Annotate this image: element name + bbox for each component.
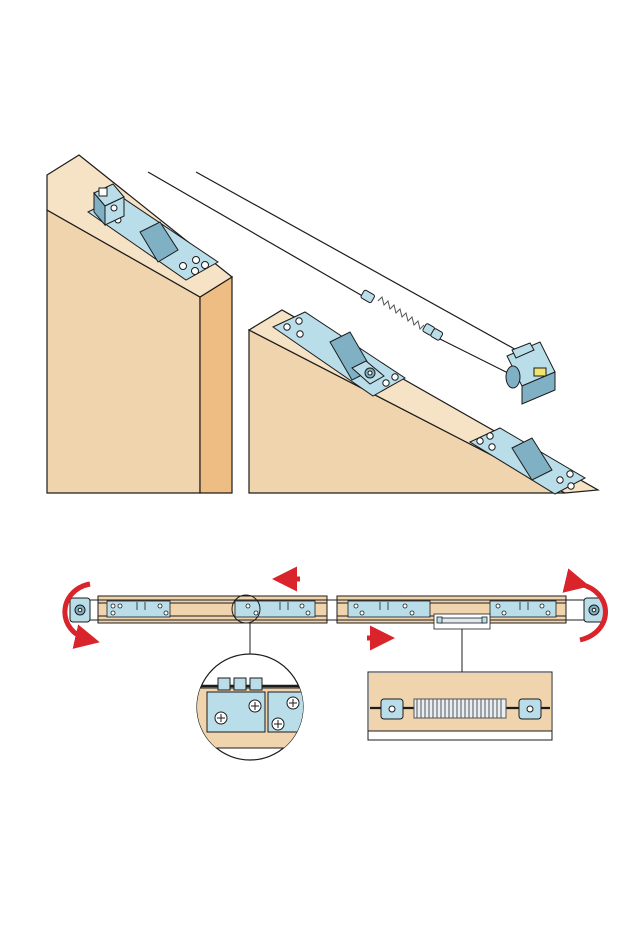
isometric-view [46,154,600,495]
schematic-spring [433,613,491,630]
right-pulley-icon [583,597,605,623]
pivot-bracket-icon [93,183,125,227]
cable-clamp-carriage [351,360,385,385]
left-pulley-icon [69,597,91,623]
steel-cable-icon [147,171,521,375]
magnifier-detail-icon [196,653,304,761]
schematic-top-view [62,566,608,761]
left-rotation-arrow [62,581,100,649]
motion-arrows-icon [62,566,608,651]
left-door-edge [199,275,233,494]
right-rotation-arrow [562,568,608,643]
rail-plates [106,600,557,618]
left-door-panel [46,154,234,494]
detail-spring-coils [413,698,507,719]
cable-loop [72,599,595,621]
spring-detail-icon [367,671,553,741]
cable-pulley-icon [505,341,556,405]
tension-spring-icon [360,289,444,341]
right-door-track-plate-2 [468,427,587,495]
callout-leaders [231,594,463,672]
